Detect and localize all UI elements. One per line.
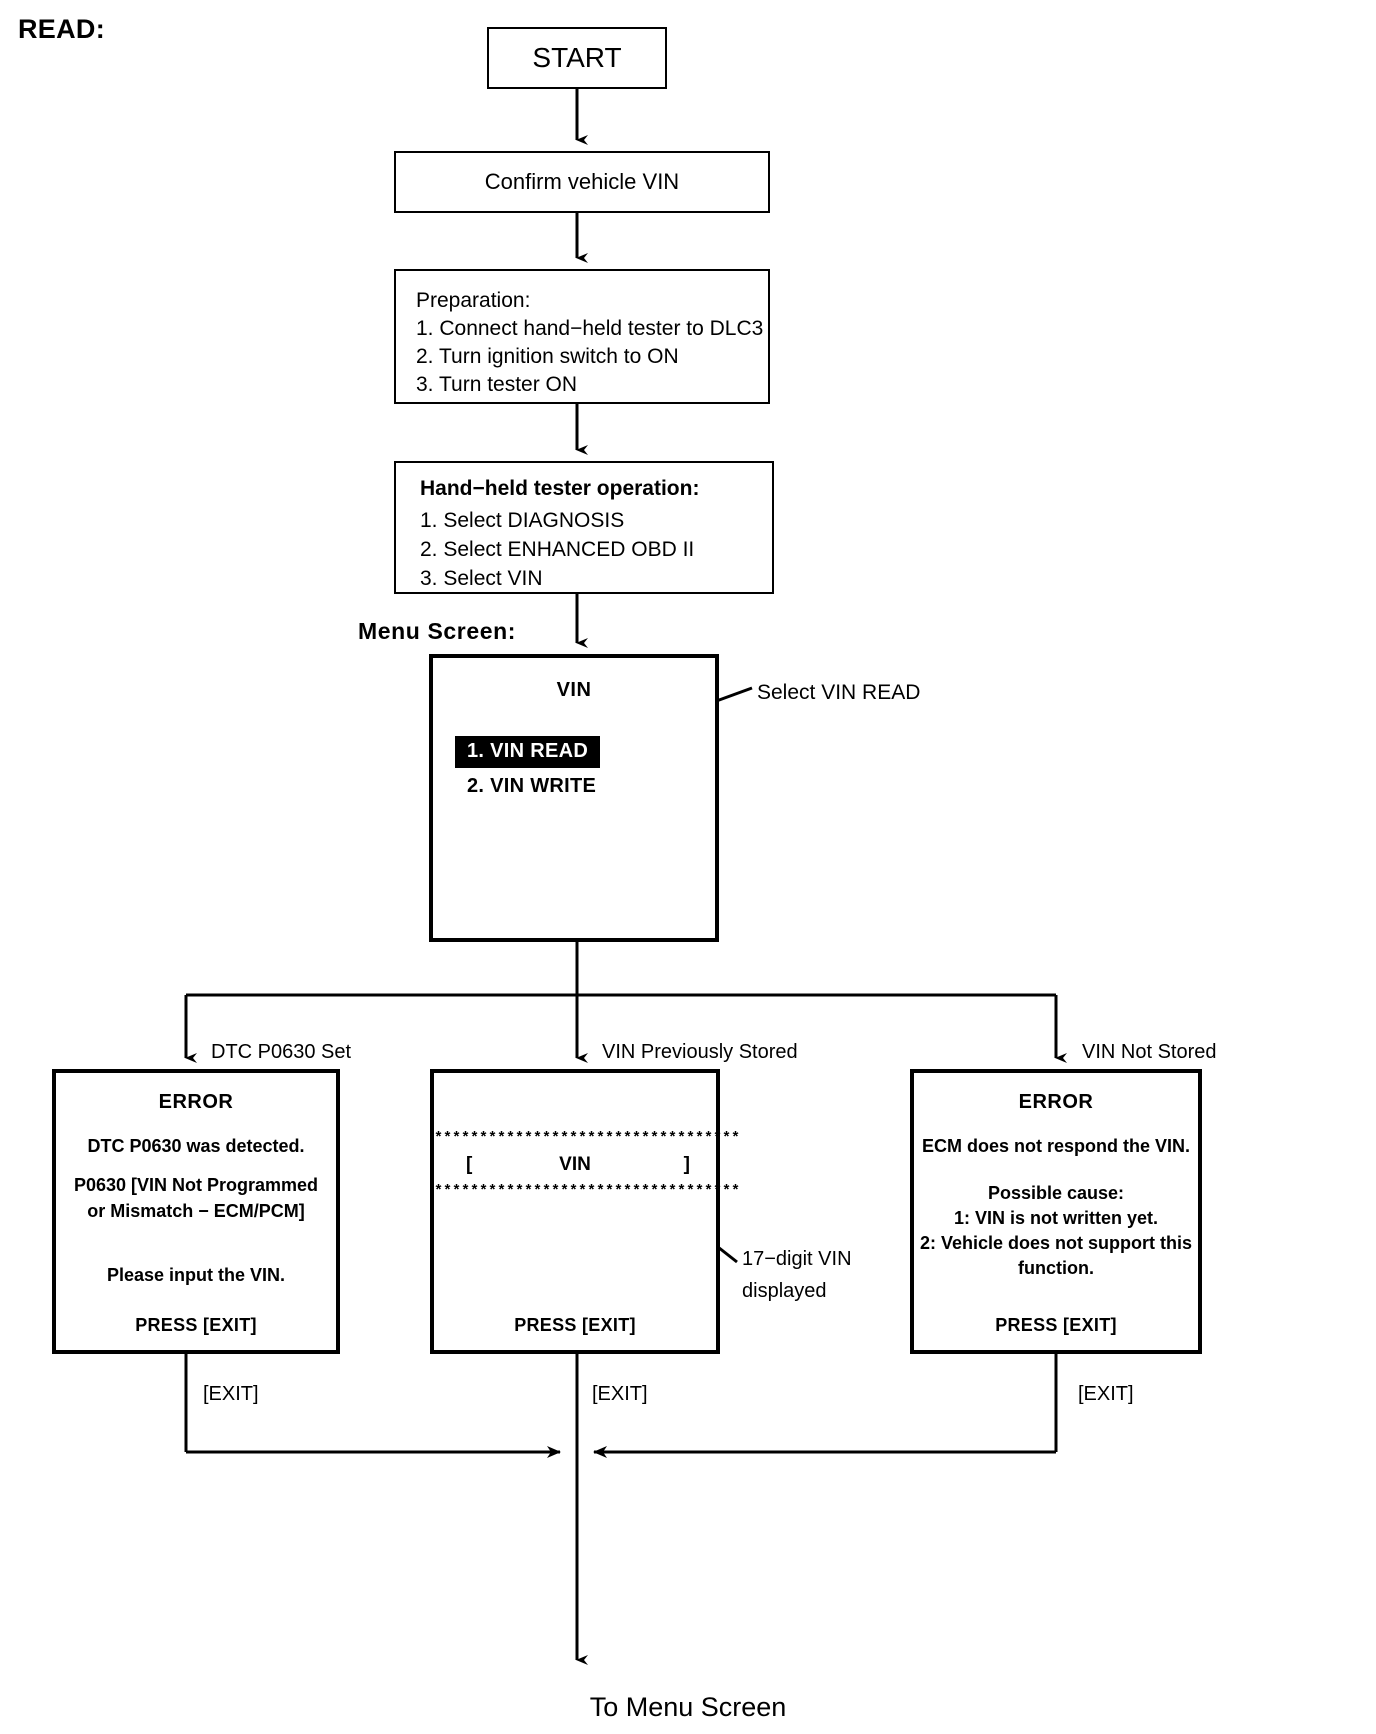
confirm-vin-node: Confirm vehicle VIN (394, 151, 770, 213)
menu-item-vin-read[interactable]: 1. VIN READ (455, 736, 601, 768)
vin-menu-screen: VIN 1. VIN READ 2. VIN WRITE (429, 654, 719, 942)
exit-label-left: [EXIT] (203, 1383, 259, 1405)
tester-operation-node: Hand−held tester operation: 1. Select DI… (394, 461, 774, 594)
right-screen-line-1: ECM does not respond the VIN. (921, 1136, 1190, 1156)
select-vin-read-annotation: Select VIN READ (757, 681, 921, 704)
menu-item-vin-write[interactable]: 2. VIN WRITE (467, 775, 597, 797)
branch-label-vin-stored: VIN Previously Stored (602, 1041, 798, 1063)
right-screen-title: ERROR (1018, 1091, 1094, 1113)
vin-stars-top: ********************************** (434, 1130, 741, 1147)
mid-screen-press-exit: PRESS [EXIT] (514, 1315, 636, 1335)
vin-word: VIN (559, 1154, 591, 1175)
to-menu-screen-label: To Menu Screen (589, 1692, 787, 1722)
error-screen-dtc-set: ERROR DTC P0630 was detected. P0630 [VIN… (52, 1069, 340, 1354)
vin-stars-bottom: ********************************** (434, 1183, 741, 1200)
error-screen-vin-not-stored: ERROR ECM does not respond the VIN. Poss… (910, 1069, 1202, 1354)
preparation-text: Preparation: 1. Connect hand−held tester… (416, 289, 764, 396)
left-screen-line-2: P0630 [VIN Not Programmed (73, 1175, 319, 1195)
vin-bracket-close: ] (683, 1154, 690, 1175)
vin-17-digit-annotation: 17−digit VIN displayed (742, 1243, 852, 1307)
start-node: START (487, 27, 667, 89)
vin-17-digit-annotation-line-1: 17−digit VIN (742, 1248, 852, 1270)
left-screen-line-3: or Mismatch − ECM/PCM] (87, 1201, 305, 1221)
confirm-vin-label: Confirm vehicle VIN (484, 169, 680, 194)
right-screen-press-exit: PRESS [EXIT] (995, 1315, 1117, 1335)
tester-operation-heading: Hand−held tester operation: (420, 477, 700, 500)
start-label: START (532, 42, 622, 73)
vin-17-digit-annotation-line-2: displayed (742, 1280, 827, 1302)
left-screen-title: ERROR (158, 1091, 234, 1113)
exit-label-middle: [EXIT] (592, 1383, 648, 1405)
left-screen-press-exit: PRESS [EXIT] (135, 1315, 257, 1335)
left-screen-line-4: Please input the VIN. (106, 1265, 286, 1285)
right-screen-line-2: Possible cause: (987, 1183, 1125, 1203)
vin-menu-title: VIN (556, 679, 592, 701)
exit-label-right: [EXIT] (1078, 1383, 1134, 1405)
vin-display-screen: ********************************** [ VIN… (430, 1069, 741, 1354)
right-screen-line-5: function. (1018, 1258, 1094, 1278)
menu-screen-label: Menu Screen: (358, 618, 517, 644)
tester-operation-steps: 1. Select DIAGNOSIS 2. Select ENHANCED O… (420, 509, 695, 590)
page-title: READ: (18, 14, 105, 44)
preparation-node: Preparation: 1. Connect hand−held tester… (394, 269, 770, 404)
left-screen-line-1: DTC P0630 was detected. (87, 1136, 305, 1156)
branch-label-dtc-set: DTC P0630 Set (211, 1041, 352, 1063)
vin-display-row: [ VIN ] (466, 1154, 690, 1176)
right-screen-line-3: 1: VIN is not written yet. (953, 1208, 1159, 1228)
branch-label-vin-not-stored: VIN Not Stored (1082, 1041, 1217, 1063)
vin-bracket-open: [ (466, 1154, 473, 1175)
right-screen-line-4: 2: Vehicle does not support this (919, 1233, 1193, 1253)
